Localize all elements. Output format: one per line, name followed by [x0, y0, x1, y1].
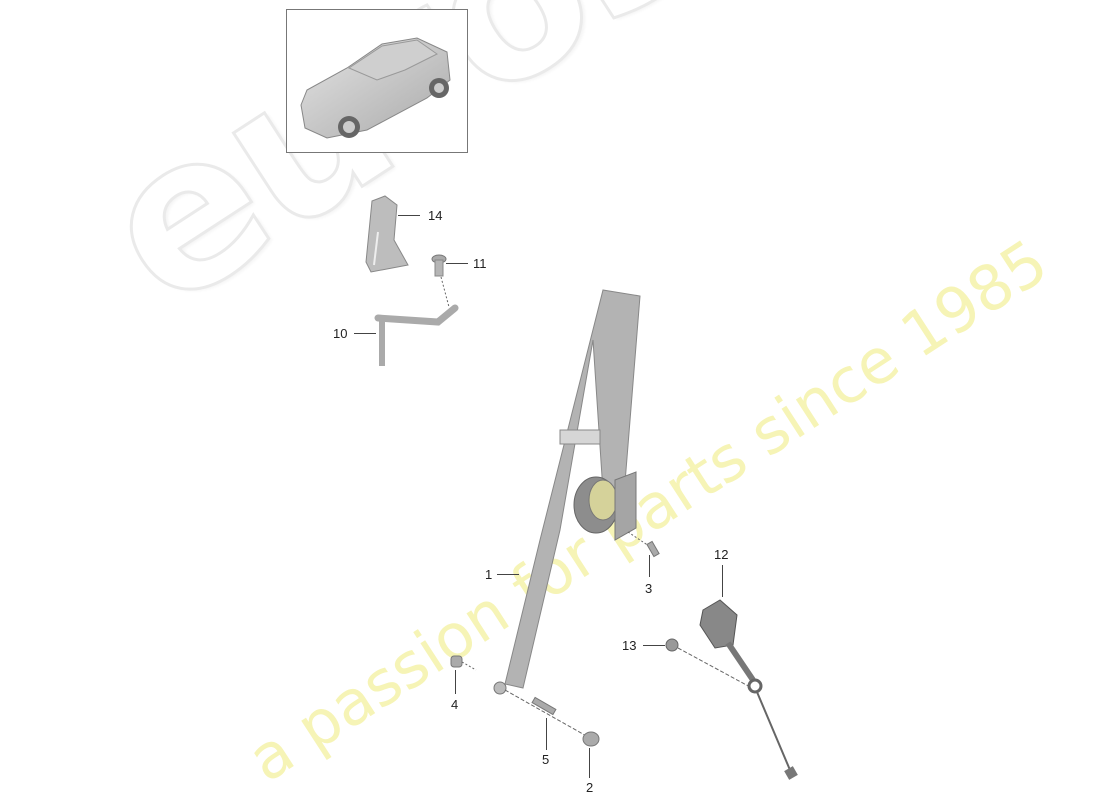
leader-line	[722, 565, 723, 597]
bolt-icon	[431, 254, 450, 308]
leader-line	[455, 670, 456, 694]
guide-bracket-icon	[365, 195, 409, 273]
bolt-icon	[627, 531, 660, 558]
leader-line	[446, 263, 468, 264]
bolt-icon	[504, 689, 591, 739]
cap-icon	[582, 731, 600, 747]
leader-line	[589, 748, 590, 778]
part-label-12[interactable]: 12	[714, 547, 729, 562]
part-label-13[interactable]: 13	[622, 638, 637, 653]
leader-line	[354, 333, 376, 334]
nut-icon	[665, 638, 753, 689]
part-label-1[interactable]: 1	[485, 567, 493, 582]
part-label-2[interactable]: 2	[586, 780, 594, 795]
spacer-icon	[450, 655, 477, 671]
leader-line	[546, 718, 547, 750]
car-icon	[300, 37, 451, 139]
part-label-5[interactable]: 5	[542, 752, 550, 767]
seat-belt-icon	[493, 289, 641, 695]
belt-buckle-icon	[699, 599, 798, 780]
leader-line	[643, 645, 665, 646]
leader-line	[398, 215, 420, 216]
part-label-14[interactable]: 14	[428, 208, 443, 223]
leader-line	[649, 555, 650, 577]
part-label-11[interactable]: 11	[473, 256, 487, 271]
car-thumbnail[interactable]	[286, 9, 468, 153]
part-label-10[interactable]: 10	[333, 326, 348, 341]
leader-line	[497, 574, 519, 575]
part-label-4[interactable]: 4	[451, 697, 459, 712]
part-label-3[interactable]: 3	[645, 581, 653, 596]
guide-bar-icon	[374, 304, 459, 366]
